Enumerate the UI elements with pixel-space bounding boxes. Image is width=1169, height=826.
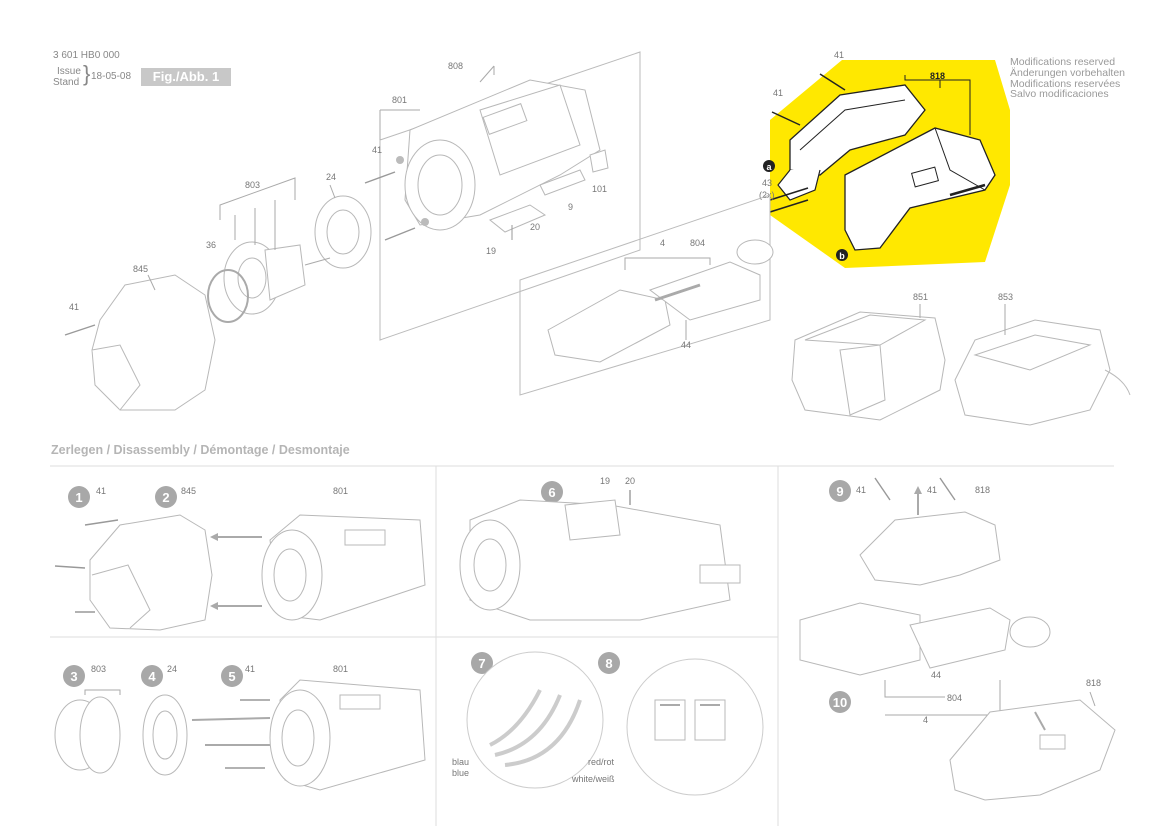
wire-white: white/weiß [571,774,615,784]
step-9: 9 [836,484,843,499]
part-851: 851 [913,292,928,302]
gear-housing-801 [404,79,601,231]
wire-blue: blue [452,768,469,778]
part-24: 24 [326,172,336,182]
gear-803 [223,241,331,315]
modifications-fr: Modifications reservées [1010,77,1121,90]
step-7: 7 [478,656,485,671]
s10-part-804: 804 [947,693,962,703]
part-801: 801 [392,95,407,105]
part-808: 808 [448,61,463,71]
s9-part-818: 818 [975,485,990,495]
part-41-top: 41 [834,50,844,60]
s6-part-19: 19 [600,476,610,486]
figure-label: Fig./Abb. 1 [141,68,231,86]
part-43-qty: (2x) [759,190,775,200]
s10-part-818: 818 [1086,678,1101,688]
s6-part-20: 20 [625,476,635,486]
s1-part-41: 41 [96,486,106,496]
part-853: 853 [998,292,1013,302]
ring-24 [314,195,372,269]
s12-part-801: 801 [333,486,348,496]
step-badges [63,480,851,713]
marker-a: a [766,162,772,172]
modifications-de: Änderungen vorbehalten [1010,66,1126,79]
s10-part-44: 44 [931,670,941,680]
doc-number: 3 601 HB0 000 [53,50,120,61]
part-845: 845 [133,264,148,274]
electronics-module [547,239,774,363]
step-1: 1 [75,490,82,505]
s3-part-803: 803 [91,664,106,674]
part-101: 101 [592,184,607,194]
wire-blau: blau [452,757,469,767]
step-3: 3 [70,669,77,684]
part-43: 43 [762,178,772,188]
cap-845 [91,274,216,411]
charger-853 [954,319,1131,426]
step-4: 4 [148,669,156,684]
marker-b: b [839,251,845,261]
modifications-en: Modifications reserved [1010,56,1116,68]
modifications-notice: Modifications reserved Änderungen vorbeh… [1010,57,1125,100]
disassembly-title: Zerlegen / Disassembly / Démontage / Des… [51,443,350,457]
s9-part-41a: 41 [856,485,866,495]
s5-part-41: 41 [245,664,255,674]
housing-bottom-shell [844,127,996,251]
battery-851 [791,311,946,421]
s10-part-4: 4 [923,715,928,725]
step-10: 10 [833,695,847,710]
step-8: 8 [605,656,612,671]
part-9: 9 [568,202,573,212]
modifications-es: Salvo modificaciones [1010,88,1109,101]
part-803: 803 [245,180,260,190]
part-4: 4 [660,238,665,248]
s2-part-845: 845 [181,486,196,496]
step-2: 2 [162,490,169,505]
wire-red: red/rot [588,757,615,767]
s4-part-24: 24 [167,664,177,674]
part-36: 36 [206,240,216,250]
issue-date: 18-05-08 [91,71,132,82]
s5-part-801: 801 [333,664,348,674]
part-41-left: 41 [773,88,783,98]
part-44: 44 [681,340,691,350]
part-19: 19 [486,246,496,256]
part-818-top: 818 [930,71,945,81]
part-41-mid: 41 [372,145,382,155]
stand-label: Stand [53,77,80,88]
brace: } [83,61,91,86]
part-20: 20 [530,222,540,232]
step-6: 6 [548,485,555,500]
part-804: 804 [690,238,705,248]
s9-part-41b: 41 [927,485,937,495]
part-41-bottom: 41 [69,302,79,312]
issue-label: Issue [57,66,81,77]
step-5: 5 [228,669,235,684]
